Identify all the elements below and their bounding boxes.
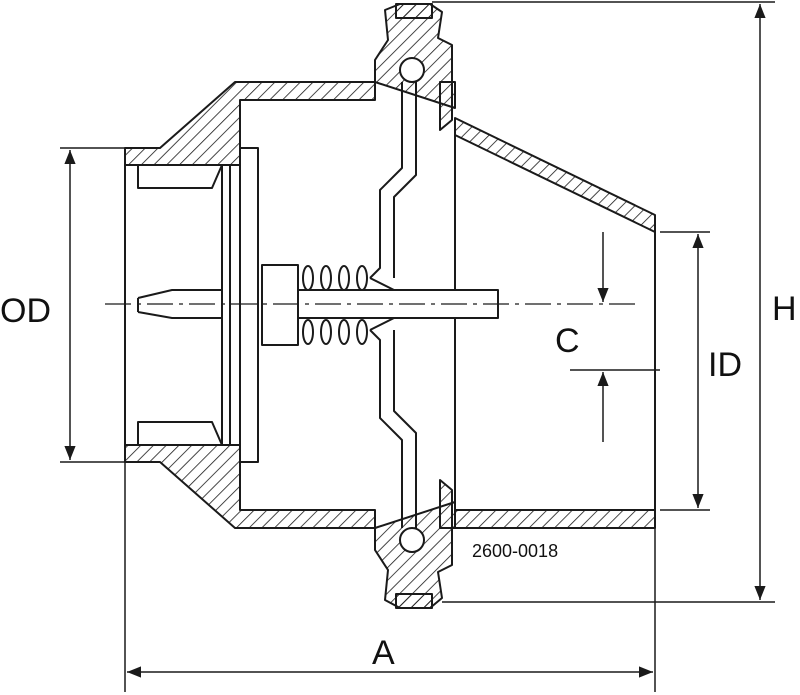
a-label: A xyxy=(372,634,395,672)
id-label: ID xyxy=(708,346,742,384)
inlet-liner-top xyxy=(137,164,223,189)
clamp-cap-top xyxy=(395,3,433,19)
outlet-tube-bottom xyxy=(454,509,656,529)
od-label: OD xyxy=(0,292,51,330)
retainer-plate xyxy=(239,147,259,463)
c-label: C xyxy=(555,322,580,360)
valve-disc-bottom xyxy=(369,329,417,528)
nozzle-tip xyxy=(137,289,222,319)
clamp-cap-bottom xyxy=(395,593,433,609)
valve-disc-center xyxy=(369,277,395,331)
inlet-housing-bottom xyxy=(124,444,376,529)
inlet-housing-top xyxy=(124,81,376,166)
spring-guide xyxy=(261,264,299,346)
outlet-cone-top xyxy=(454,117,656,233)
h-label: H xyxy=(772,290,797,328)
valve-disc-top xyxy=(369,82,417,279)
gasket-bead-top xyxy=(399,57,425,83)
inlet-liner-bottom xyxy=(137,421,223,446)
gasket-bead-bottom xyxy=(399,527,425,553)
part-number: 2600-0018 xyxy=(472,541,558,561)
spring xyxy=(302,265,368,345)
